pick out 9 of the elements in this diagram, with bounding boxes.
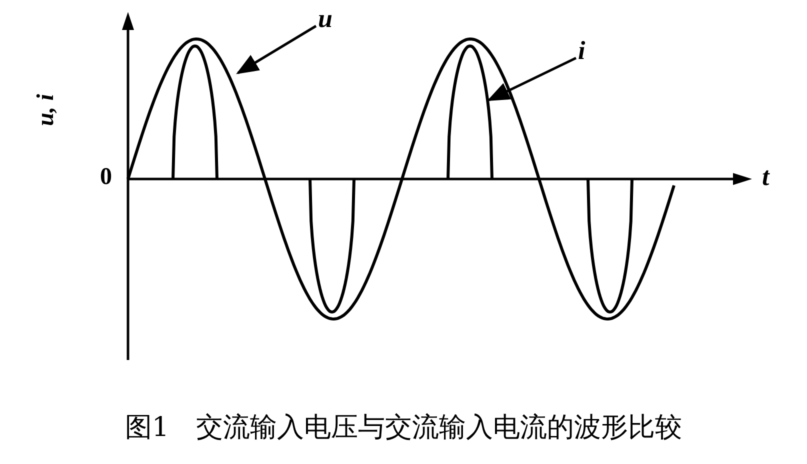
curve-label: u [318,6,332,32]
axis-label: u, i [34,93,58,128]
leader-arrow [486,56,577,102]
curve-label: i [578,38,586,64]
axis-label: t [762,164,770,190]
waveform-curve [126,38,676,320]
caption: 图1 交流输入电压与交流输入电流的波形比较 [124,414,684,441]
origin-label: 0 [100,165,112,189]
leader-arrow [236,24,317,74]
